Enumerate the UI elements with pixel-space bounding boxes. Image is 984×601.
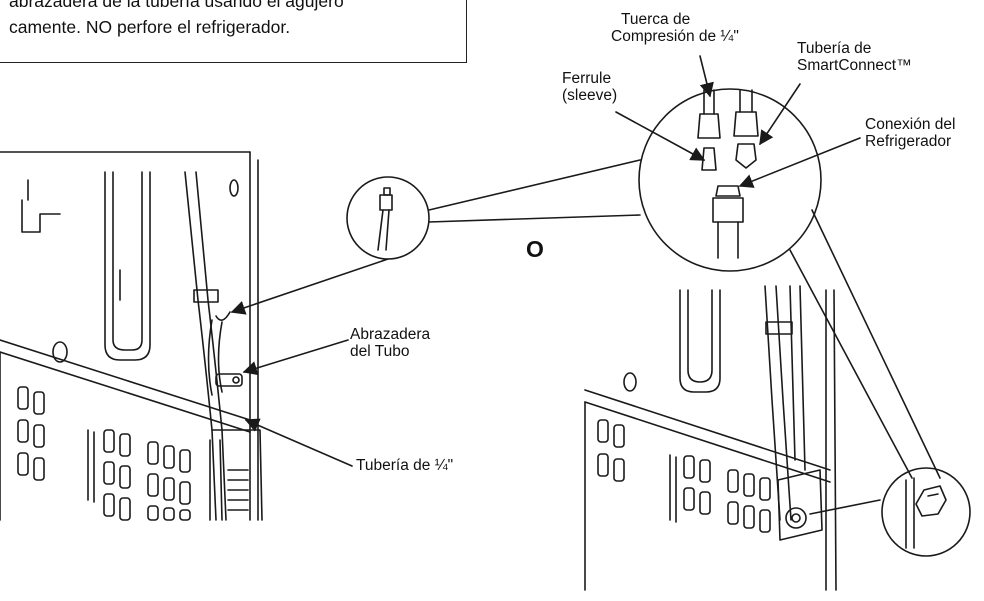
note-line-2: camente. NO perfore el refrigerador.: [9, 17, 291, 37]
label-tube-clamp: Abrazadera del Tubo: [350, 326, 431, 360]
note-line-1: abrazadera de la tubería usando el aguje…: [9, 0, 344, 11]
label-fridge-connection: Conexión del Refrigerador: [865, 116, 956, 150]
label-compression-nut: Tuerca de: [621, 11, 691, 28]
bottom-detail-circle: [881, 467, 971, 557]
label-or: O: [526, 236, 544, 262]
right-detail-circle: [638, 88, 822, 272]
label-compression-nut-2: Compresión de ¼": [611, 28, 739, 45]
label-smartconnect: Tubería de SmartConnect™: [797, 40, 912, 74]
label-quarter-tubing: Tubería de ¼": [356, 457, 454, 474]
left-fridge-back-panel: [0, 151, 263, 521]
instruction-note-box: abrazadera de la tubería usando el aguje…: [0, 0, 467, 63]
zoom-lines: [789, 209, 941, 479]
right-fridge-back-panel: [584, 285, 881, 591]
left-detail-circle: [230, 159, 641, 315]
label-ferrule: Ferrule (sleeve): [562, 70, 618, 104]
label-arrows: [242, 55, 861, 467]
